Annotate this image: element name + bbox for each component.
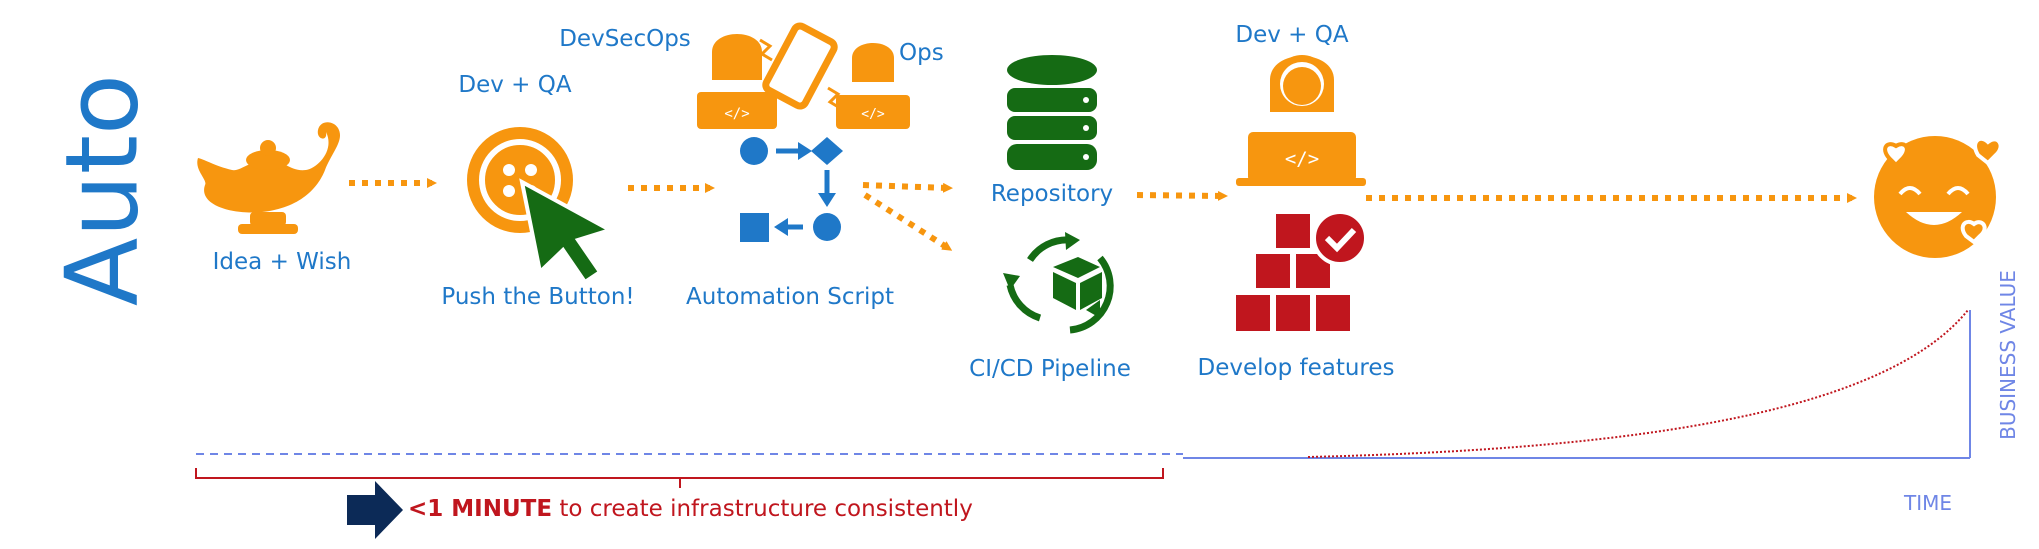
developer-icon: </> bbox=[836, 43, 910, 129]
label-script: Automation Script bbox=[686, 284, 894, 310]
label-push-role: Dev + QA bbox=[458, 72, 572, 98]
bracket bbox=[195, 468, 1164, 488]
label-script-role-left: DevSecOps bbox=[559, 26, 691, 52]
cursor-icon bbox=[519, 178, 616, 285]
phone-icon bbox=[759, 22, 841, 110]
arrow-right-icon bbox=[347, 481, 403, 539]
developer-icon: </> bbox=[697, 34, 777, 129]
callout-emphasis: <1 MINUTE bbox=[408, 496, 553, 522]
label-pipeline: CI/CD Pipeline bbox=[969, 356, 1131, 382]
magic-lamp-icon bbox=[197, 122, 341, 234]
label-repo: Repository bbox=[990, 181, 1114, 207]
label-push: Push the Button! bbox=[441, 284, 635, 310]
label-develop: Develop features bbox=[1197, 355, 1395, 381]
callout-body: to create infrastructure consistently bbox=[552, 496, 973, 522]
axis-x-label: TIME bbox=[1904, 491, 1953, 515]
developer-icon: </> bbox=[1236, 55, 1366, 186]
flow-arrows bbox=[349, 178, 1857, 251]
svg-text:</>: </> bbox=[861, 107, 885, 122]
timeline bbox=[196, 309, 1971, 459]
axis-y-wrap: BUSINESS VALUE bbox=[1993, 250, 2023, 460]
callout-text: <1 MINUTE to create infrastructure consi… bbox=[408, 496, 973, 522]
label-idea: Idea + Wish bbox=[212, 249, 352, 275]
label-script-role-right: Ops bbox=[899, 40, 944, 66]
boxes-check-icon bbox=[1236, 210, 1368, 331]
axis-y-label: BUSINESS VALUE bbox=[1996, 270, 2020, 440]
svg-text:</>: </> bbox=[724, 106, 749, 122]
happy-face-icon bbox=[1874, 136, 2003, 258]
database-icon bbox=[1007, 55, 1097, 170]
pipeline-cycle-icon bbox=[1003, 232, 1114, 334]
flow-shapes-icon bbox=[740, 137, 843, 242]
label-develop-role: Dev + QA bbox=[1235, 22, 1349, 48]
svg-text:</>: </> bbox=[1285, 148, 1319, 170]
